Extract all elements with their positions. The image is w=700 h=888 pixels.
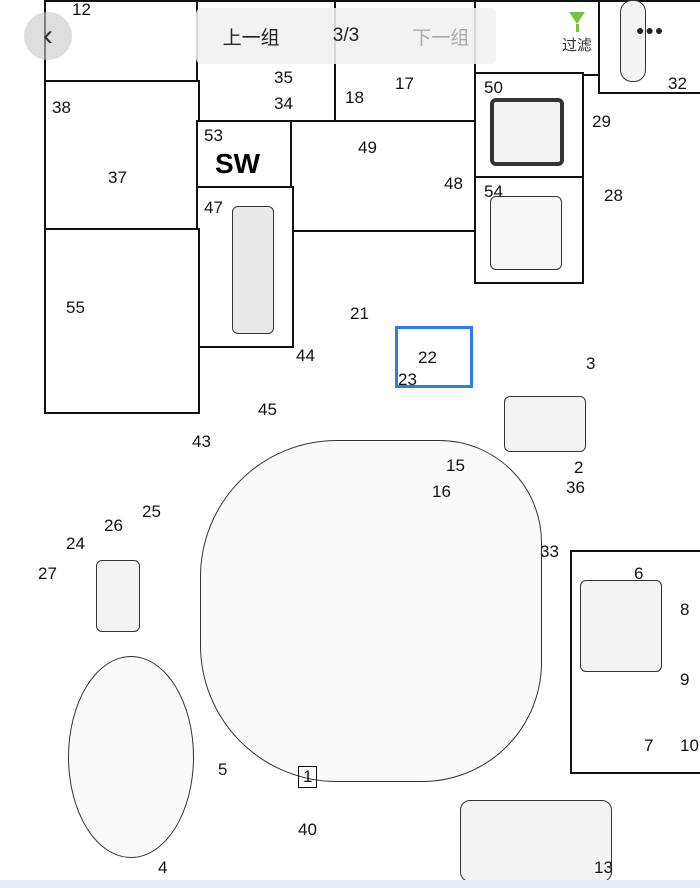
gasket: [490, 98, 564, 166]
callout[interactable]: 23: [398, 370, 417, 389]
filter-icon: [569, 12, 585, 24]
chevron-left-icon: ‹: [43, 19, 53, 52]
sleeve: [96, 560, 140, 632]
callout[interactable]: 18: [345, 88, 364, 107]
callout[interactable]: 17: [395, 74, 414, 93]
callout[interactable]: 15: [446, 456, 465, 475]
callout[interactable]: 6: [634, 564, 644, 583]
callout[interactable]: 8: [680, 600, 690, 619]
callout[interactable]: 50: [484, 78, 503, 97]
callout[interactable]: 4: [158, 858, 168, 877]
valve-body: [580, 580, 662, 672]
back-button[interactable]: ‹: [24, 12, 72, 60]
callout[interactable]: 13: [594, 858, 613, 877]
group-page-indicator: 3/3: [332, 25, 360, 46]
callout[interactable]: 35: [274, 68, 293, 87]
torque-converter: [68, 656, 194, 858]
callout[interactable]: 48: [444, 174, 463, 193]
panel: [44, 228, 200, 414]
callout[interactable]: 28: [604, 186, 623, 205]
callout[interactable]: 12: [72, 0, 91, 19]
transmission-housing: [200, 440, 542, 782]
callout[interactable]: 27: [38, 564, 57, 583]
callout[interactable]: 25: [142, 502, 161, 521]
callout[interactable]: 45: [258, 400, 277, 419]
more-icon: ●●●: [636, 22, 665, 38]
callout[interactable]: 33: [540, 542, 559, 561]
callout[interactable]: 44: [296, 346, 315, 365]
previous-group-button[interactable]: 上一组: [222, 27, 280, 49]
filter-button[interactable]: 过滤: [562, 12, 592, 55]
bottom-edge: [0, 880, 700, 888]
sw-label: SW: [215, 148, 261, 179]
volvo-box: [490, 196, 562, 270]
callout[interactable]: 10: [680, 736, 699, 755]
callout[interactable]: 34: [274, 94, 293, 113]
oil-bottle: [232, 206, 274, 334]
filter-icon-stem: [575, 24, 579, 32]
callout[interactable]: 36: [566, 478, 585, 497]
callout[interactable]: 16: [432, 482, 451, 501]
more-button[interactable]: ●●●: [636, 22, 664, 38]
callout[interactable]: 21: [350, 304, 369, 323]
callout[interactable]: 32: [668, 74, 687, 93]
callout[interactable]: 26: [104, 516, 123, 535]
oil-pan: [460, 800, 612, 882]
filter-cylinder: [620, 0, 646, 82]
callout[interactable]: 22: [418, 348, 437, 367]
callout[interactable]: 29: [592, 112, 611, 131]
next-group-button[interactable]: 下一组: [412, 27, 470, 49]
callout[interactable]: 40: [298, 820, 317, 839]
callout[interactable]: 54: [484, 182, 503, 201]
callout[interactable]: 53: [204, 126, 223, 145]
callout[interactable]: 55: [66, 298, 85, 317]
panel: [598, 0, 700, 94]
callout[interactable]: 3: [586, 354, 596, 373]
callout[interactable]: 47: [204, 198, 223, 217]
callout[interactable]: 37: [108, 168, 127, 187]
callout[interactable]: 43: [192, 432, 211, 451]
highlighted-part-box[interactable]: [395, 326, 473, 388]
callout[interactable]: 38: [52, 98, 71, 117]
control-module: [504, 396, 586, 452]
callout[interactable]: 1: [298, 766, 318, 788]
callout[interactable]: 49: [358, 138, 377, 157]
callout[interactable]: 24: [66, 534, 85, 553]
filter-label: 过滤: [562, 37, 593, 54]
callout[interactable]: 5: [218, 760, 228, 779]
callout[interactable]: 9: [680, 670, 690, 689]
group-navigation: 上一组 3/3 下一组: [196, 8, 496, 64]
callout[interactable]: 2: [574, 458, 584, 477]
callout[interactable]: 7: [644, 736, 654, 755]
